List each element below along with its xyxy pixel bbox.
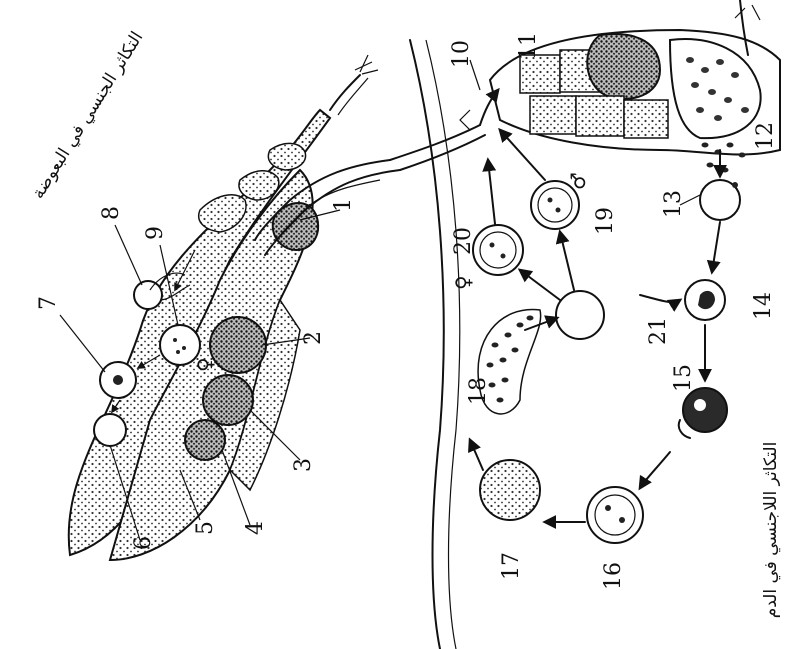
erythrocytic-cycle (470, 130, 740, 543)
central-cell (556, 291, 604, 339)
liver-tissue (490, 0, 780, 154)
label-5: 5 (193, 521, 218, 535)
label-17: 17 (499, 552, 524, 580)
label-15: 15 (671, 364, 696, 392)
female-symbol-mosquito: ♀ (193, 357, 217, 372)
label-21: 21 (646, 317, 671, 345)
oocyst-2 (210, 317, 266, 373)
label-19: 19 (593, 207, 618, 235)
label-10: 10 (449, 40, 474, 68)
oocyst-3 (203, 375, 253, 425)
label-8: 8 (99, 206, 124, 220)
label-12: 12 (753, 122, 778, 150)
caption-sexual-mosquito: التكاثر الجنسي في البعوضة (28, 28, 147, 202)
mosquito-midgut (69, 110, 330, 560)
female-symbol-blood: ♀ (451, 275, 475, 290)
label-9: 9 (143, 226, 168, 240)
label-6: 6 (131, 536, 156, 550)
label-18: 18 (466, 377, 491, 405)
label-2: 2 (301, 331, 326, 345)
entry-arrows (460, 90, 498, 130)
label-3: 3 (291, 458, 316, 472)
cell-6 (94, 414, 126, 446)
label-16: 16 (601, 562, 626, 590)
stage-17-cell (480, 460, 540, 520)
oocyst-4 (185, 420, 225, 460)
label-11: 11 (516, 32, 541, 60)
stage-15-cell (683, 388, 727, 432)
label-20: 20 (451, 227, 476, 255)
male-symbol-blood: ♂ (566, 172, 590, 190)
label-4: 4 (243, 521, 268, 535)
label-14: 14 (751, 292, 776, 320)
label-1: 1 (331, 198, 356, 212)
label-13: 13 (661, 190, 686, 218)
caption-asexual-blood: التكاثر اللاجنسي في الدم (761, 442, 781, 619)
label-7: 7 (36, 296, 61, 310)
salivary-duct (390, 125, 485, 170)
blood-vessel (410, 40, 460, 649)
cell-8 (134, 281, 162, 309)
